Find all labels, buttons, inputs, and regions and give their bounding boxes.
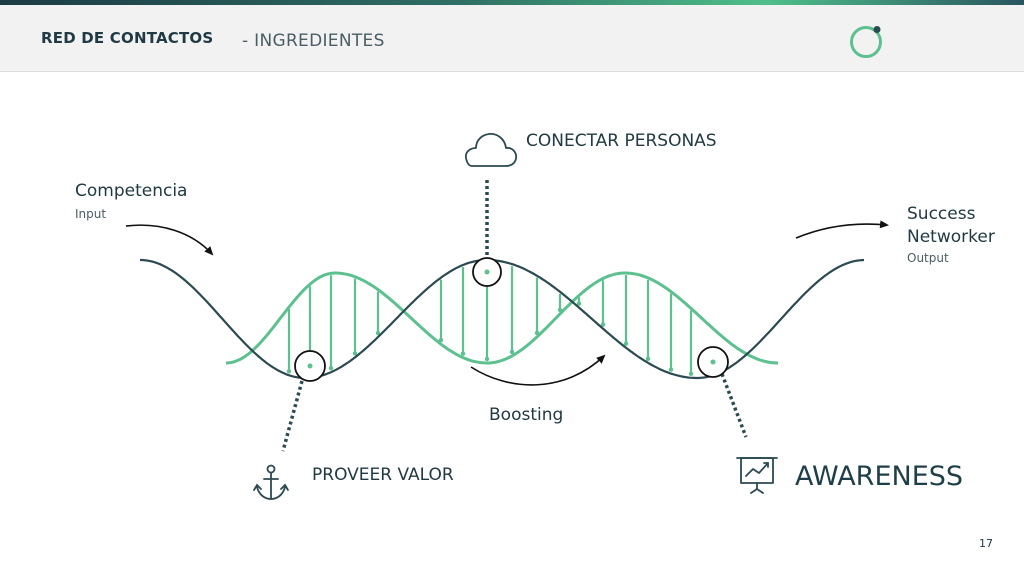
helix-rung-dot bbox=[329, 366, 333, 370]
anchor-icon bbox=[254, 466, 288, 500]
helix-rung-dot bbox=[461, 351, 465, 355]
output-label-line1: Success bbox=[907, 201, 975, 227]
proveer-valor-label: PROVEER VALOR bbox=[312, 465, 454, 485]
page-number: 17 bbox=[979, 537, 993, 550]
output-arrow bbox=[796, 224, 887, 238]
helix-rung-dot bbox=[646, 357, 650, 361]
presentation-chart-icon bbox=[737, 458, 777, 493]
green-helix-strand bbox=[226, 273, 778, 363]
input-arrow bbox=[126, 225, 212, 254]
cloud-icon bbox=[466, 134, 516, 166]
helix-rung-dot bbox=[485, 357, 489, 361]
helix-rung-dot bbox=[689, 372, 693, 376]
input-sublabel: Input bbox=[75, 207, 106, 221]
boosting-label: Boosting bbox=[489, 405, 563, 425]
boosting-arrow bbox=[471, 356, 604, 385]
helix-rung-dot bbox=[287, 369, 291, 373]
awareness-label: AWARENESS bbox=[795, 461, 963, 492]
conectar-personas-label: CONECTAR PERSONAS bbox=[526, 131, 717, 151]
input-label: Competencia bbox=[75, 181, 187, 201]
output-sublabel: Output bbox=[907, 251, 949, 265]
output-label-line2: Networker bbox=[907, 227, 995, 247]
helix-rung-dot bbox=[669, 367, 673, 371]
connector-left bbox=[283, 381, 302, 451]
connector-right bbox=[722, 374, 746, 437]
